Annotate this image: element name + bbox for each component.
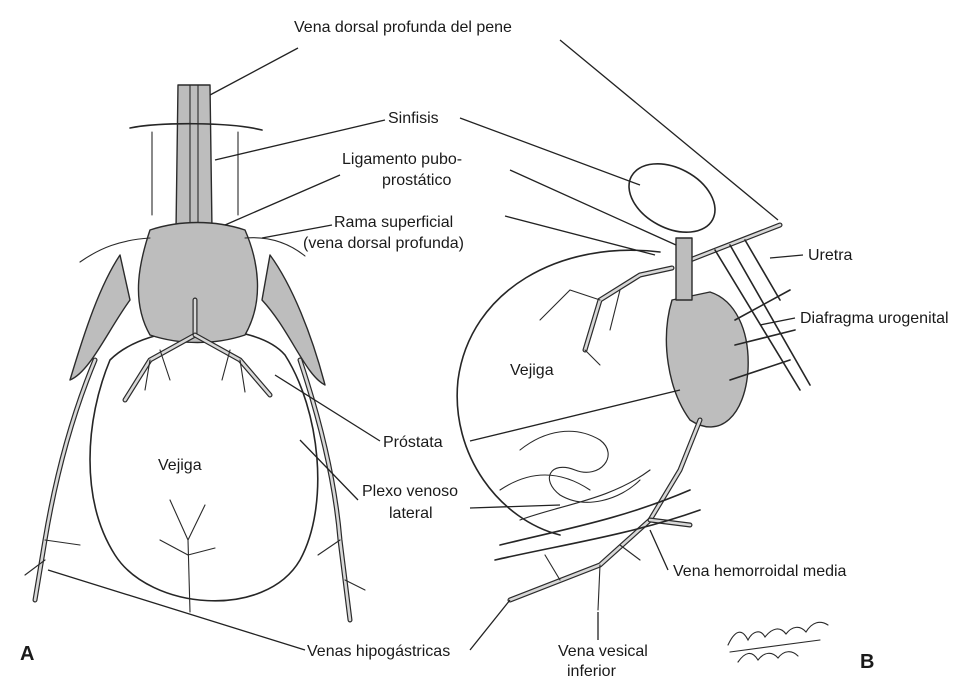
lateral-plexus-right bbox=[262, 255, 325, 385]
label-plexo-line2: lateral bbox=[389, 505, 433, 522]
label-vejiga-a: Vejiga bbox=[158, 457, 202, 474]
label-hipogastricas: Venas hipogástricas bbox=[307, 643, 450, 660]
panel-label-a: A bbox=[20, 643, 34, 665]
prostate-b bbox=[666, 292, 748, 427]
bladder-outline-a bbox=[90, 329, 318, 600]
label-vejiga-b: Vejiga bbox=[510, 362, 554, 379]
prostatic-plexus-a bbox=[138, 223, 257, 343]
labels: Vena dorsal profunda del pene Sinfisis L… bbox=[20, 19, 949, 680]
label-prostata: Próstata bbox=[383, 434, 443, 451]
label-ligamento-line2: prostático bbox=[382, 172, 451, 189]
label-vesical-line2: inferior bbox=[567, 663, 617, 680]
artist-signature bbox=[728, 622, 828, 662]
label-plexo-line1: Plexo venoso bbox=[362, 483, 458, 500]
label-rama-line1: Rama superficial bbox=[334, 214, 453, 231]
bladder-outline-b bbox=[457, 250, 660, 535]
dorsal-vein-shaft bbox=[176, 85, 212, 230]
label-vesical-line1: Vena vesical bbox=[558, 643, 648, 660]
label-sinfisis: Sinfisis bbox=[388, 110, 439, 127]
hypogastric-vein-left bbox=[35, 360, 95, 600]
label-uretra: Uretra bbox=[808, 247, 853, 264]
panel-a-drawing bbox=[25, 85, 365, 620]
label-hemorroidal: Vena hemorroidal media bbox=[673, 563, 847, 580]
bladder-folds-a bbox=[160, 500, 215, 612]
label-diafragma: Diafragma urogenital bbox=[800, 310, 949, 327]
label-rama-line2: (vena dorsal profunda) bbox=[303, 235, 464, 252]
panel-label-b: B bbox=[860, 651, 874, 673]
hypogastric-vein-right bbox=[300, 360, 350, 620]
label-ligamento-line1: Ligamento pubo- bbox=[342, 151, 462, 168]
lateral-plexus-left bbox=[70, 255, 130, 380]
panel-b-drawing bbox=[457, 150, 810, 610]
label-vena-dorsal: Vena dorsal profunda del pene bbox=[294, 19, 512, 36]
